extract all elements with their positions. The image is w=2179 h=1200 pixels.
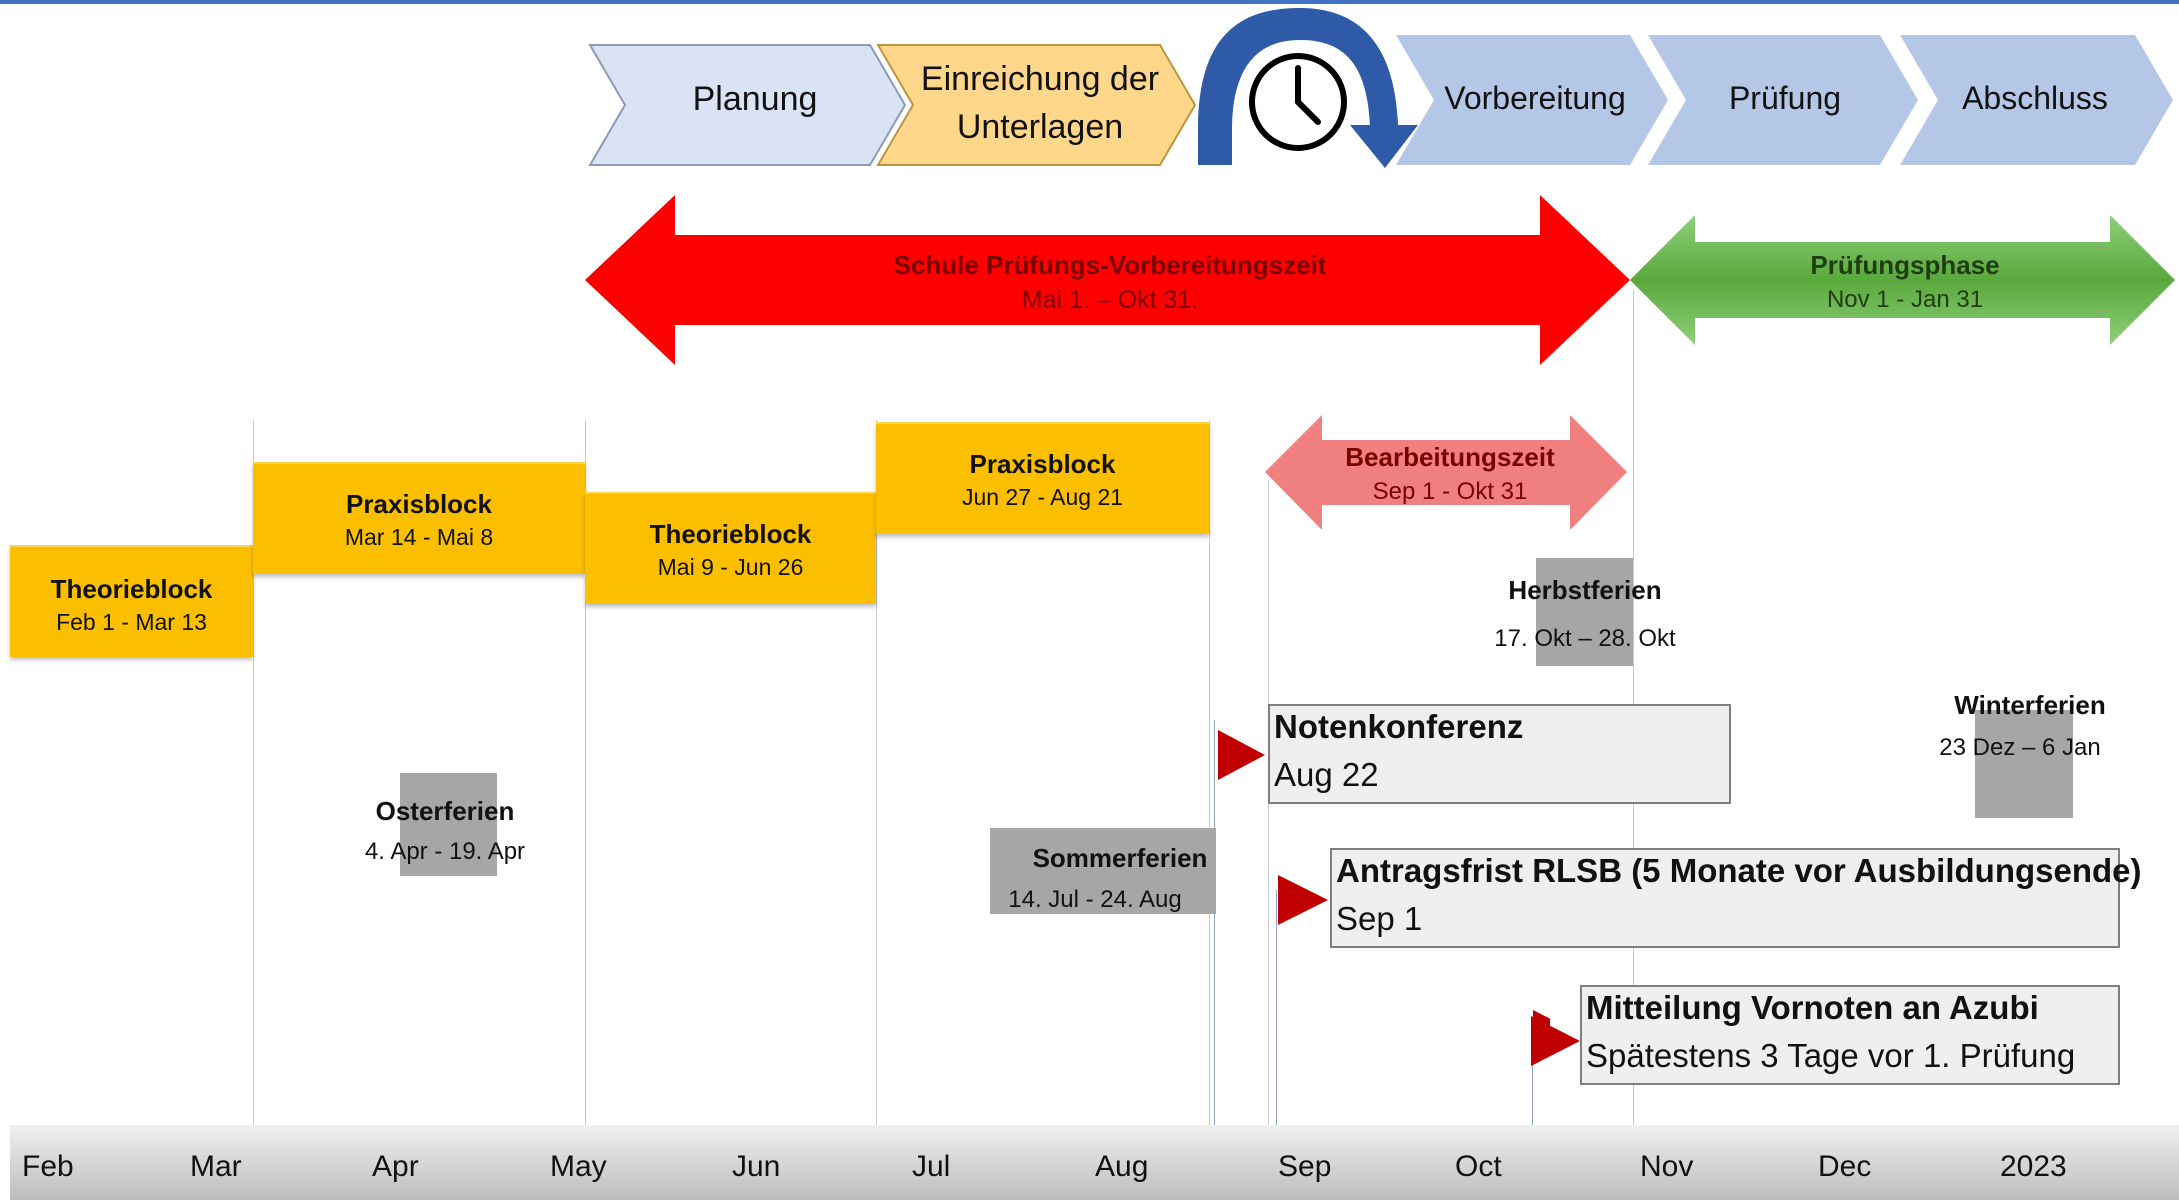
callout-notenkonferenz: Notenkonferenz Aug 22 <box>1268 704 1731 804</box>
clock-icon <box>1249 53 1347 151</box>
callout-detail: Aug 22 <box>1274 756 1379 793</box>
chevron-abschluss <box>1900 35 2173 165</box>
flag-icon <box>1531 1016 1580 1066</box>
callout-title: Mitteilung Vornoten an Azubi <box>1586 989 2039 1026</box>
month-axis <box>10 1125 2179 1200</box>
step-label-planung: Planung <box>692 80 818 118</box>
holiday-dates-winter: 23 Dez – 6 Jan <box>1939 734 2101 761</box>
month-label: Oct <box>1455 1150 1502 1183</box>
month-label: Sep <box>1278 1150 1332 1183</box>
block-dates: Mai 9 - Jun 26 <box>657 554 804 580</box>
guide-line <box>876 420 877 1130</box>
curved-arrow <box>1198 8 1418 168</box>
flag-icon <box>1218 730 1265 780</box>
holiday-dates-herbst: 17. Okt – 28. Okt <box>1494 625 1676 652</box>
arrow-dates-pruefungsphase: Nov 1 - Jan 31 <box>1826 286 1984 313</box>
guide-line <box>253 420 254 1130</box>
block-praxis-1: Praxisblock Mar 14 - Mai 8 <box>253 462 585 574</box>
holiday-bar-herbst <box>1536 558 1633 666</box>
callout-mitteilung: Mitteilung Vornoten an Azubi Spätestens … <box>1580 985 2120 1085</box>
chevron-vorbereitung <box>1396 35 1668 165</box>
block-title: Theorieblock <box>50 574 213 604</box>
holiday-bar-sommer <box>990 828 1216 914</box>
month-label: Nov <box>1640 1150 1694 1183</box>
holiday-bar-oster <box>400 773 497 876</box>
block-theorie-2: Theorieblock Mai 9 - Jun 26 <box>585 492 876 604</box>
holiday-title-oster: Osterferien <box>375 796 515 826</box>
flag-icon <box>1278 875 1328 925</box>
arrow-pruefungsphase <box>1630 215 2175 345</box>
arrow-dates-vorbereitungszeit: Mai 1. – Okt 31. <box>1021 286 1199 314</box>
guide-line <box>1209 420 1210 1130</box>
phase-arrows <box>585 195 2175 365</box>
holiday-bar-winter <box>1975 710 2073 818</box>
block-title: Theorieblock <box>649 519 812 549</box>
guide-line <box>585 420 586 1130</box>
block-dates: Jun 27 - Aug 21 <box>961 484 1124 510</box>
chevron-pruefung <box>1648 35 1918 165</box>
callout-detail: Spätestens 3 Tage vor 1. Prüfung <box>1586 1037 2076 1074</box>
guide-line <box>1268 480 1269 1130</box>
bearbeitung-arrow <box>1265 415 1627 530</box>
bearbeitung-title: Bearbeitungszeit <box>1345 442 1555 472</box>
arrow-vorbereitungszeit <box>585 195 1630 365</box>
arrow-title-vorbereitungszeit: Schule Prüfungs-Vorbereitungszeit <box>893 250 1327 280</box>
month-label: Jun <box>732 1150 781 1183</box>
month-label: Mar <box>190 1150 242 1183</box>
block-praxis-2: Praxisblock Jun 27 - Aug 21 <box>876 422 1209 534</box>
step-label-abschluss: Abschluss <box>1962 80 2108 116</box>
holiday-title-sommer: Sommerferien <box>1032 843 1208 873</box>
holiday-title-herbst: Herbstferien <box>1508 575 1662 605</box>
process-chevrons <box>588 8 2173 168</box>
holiday-dates-sommer: 14. Jul - 24. Aug <box>1008 886 1182 913</box>
month-label: Dec <box>1818 1150 1872 1183</box>
month-label: Apr <box>372 1150 419 1183</box>
block-title: Praxisblock <box>346 489 492 519</box>
month-label: May <box>550 1150 607 1183</box>
month-label: Jul <box>912 1150 951 1183</box>
block-theorie-1: Theorieblock Feb 1 - Mar 13 <box>10 545 253 657</box>
arrow-title-pruefungsphase: Prüfungsphase <box>1810 250 2000 280</box>
chevron-planung <box>588 44 907 166</box>
bearbeitung-dates: Sep 1 - Okt 31 <box>1372 478 1528 505</box>
step-label-pruefung: Prüfung <box>1728 80 1842 116</box>
holiday-title-winter: Winterferien <box>1954 690 2106 720</box>
block-dates: Feb 1 - Mar 13 <box>56 609 207 635</box>
month-label: Aug <box>1095 1150 1149 1183</box>
step-label-einreichung: Einreichung der Unterlagen <box>920 60 1160 146</box>
month-label: 2023 <box>2000 1150 2067 1183</box>
block-dates: Mar 14 - Mai 8 <box>344 524 494 550</box>
guide-line <box>1276 890 1277 1130</box>
callout-detail: Sep 1 <box>1336 900 1423 937</box>
callout-title: Antragsfrist RLSB (5 Monate vor Ausbildu… <box>1336 852 2142 889</box>
guide-line <box>1214 720 1215 1130</box>
chevron-einreichung <box>876 44 1197 166</box>
top-border-line <box>0 0 2179 4</box>
milestone-flag-3 <box>1531 1016 1580 1066</box>
step-label-vorbereitung: Vorbereitung <box>1444 80 1626 116</box>
holiday-dates-oster: 4. Apr - 19. Apr <box>364 838 526 865</box>
guide-line <box>1532 1030 1533 1130</box>
block-title: Praxisblock <box>969 449 1116 479</box>
month-label: Feb <box>22 1150 74 1183</box>
callout-antragsfrist: Antragsfrist RLSB (5 Monate vor Ausbildu… <box>1330 848 2142 948</box>
callout-title: Notenkonferenz <box>1274 708 1524 745</box>
